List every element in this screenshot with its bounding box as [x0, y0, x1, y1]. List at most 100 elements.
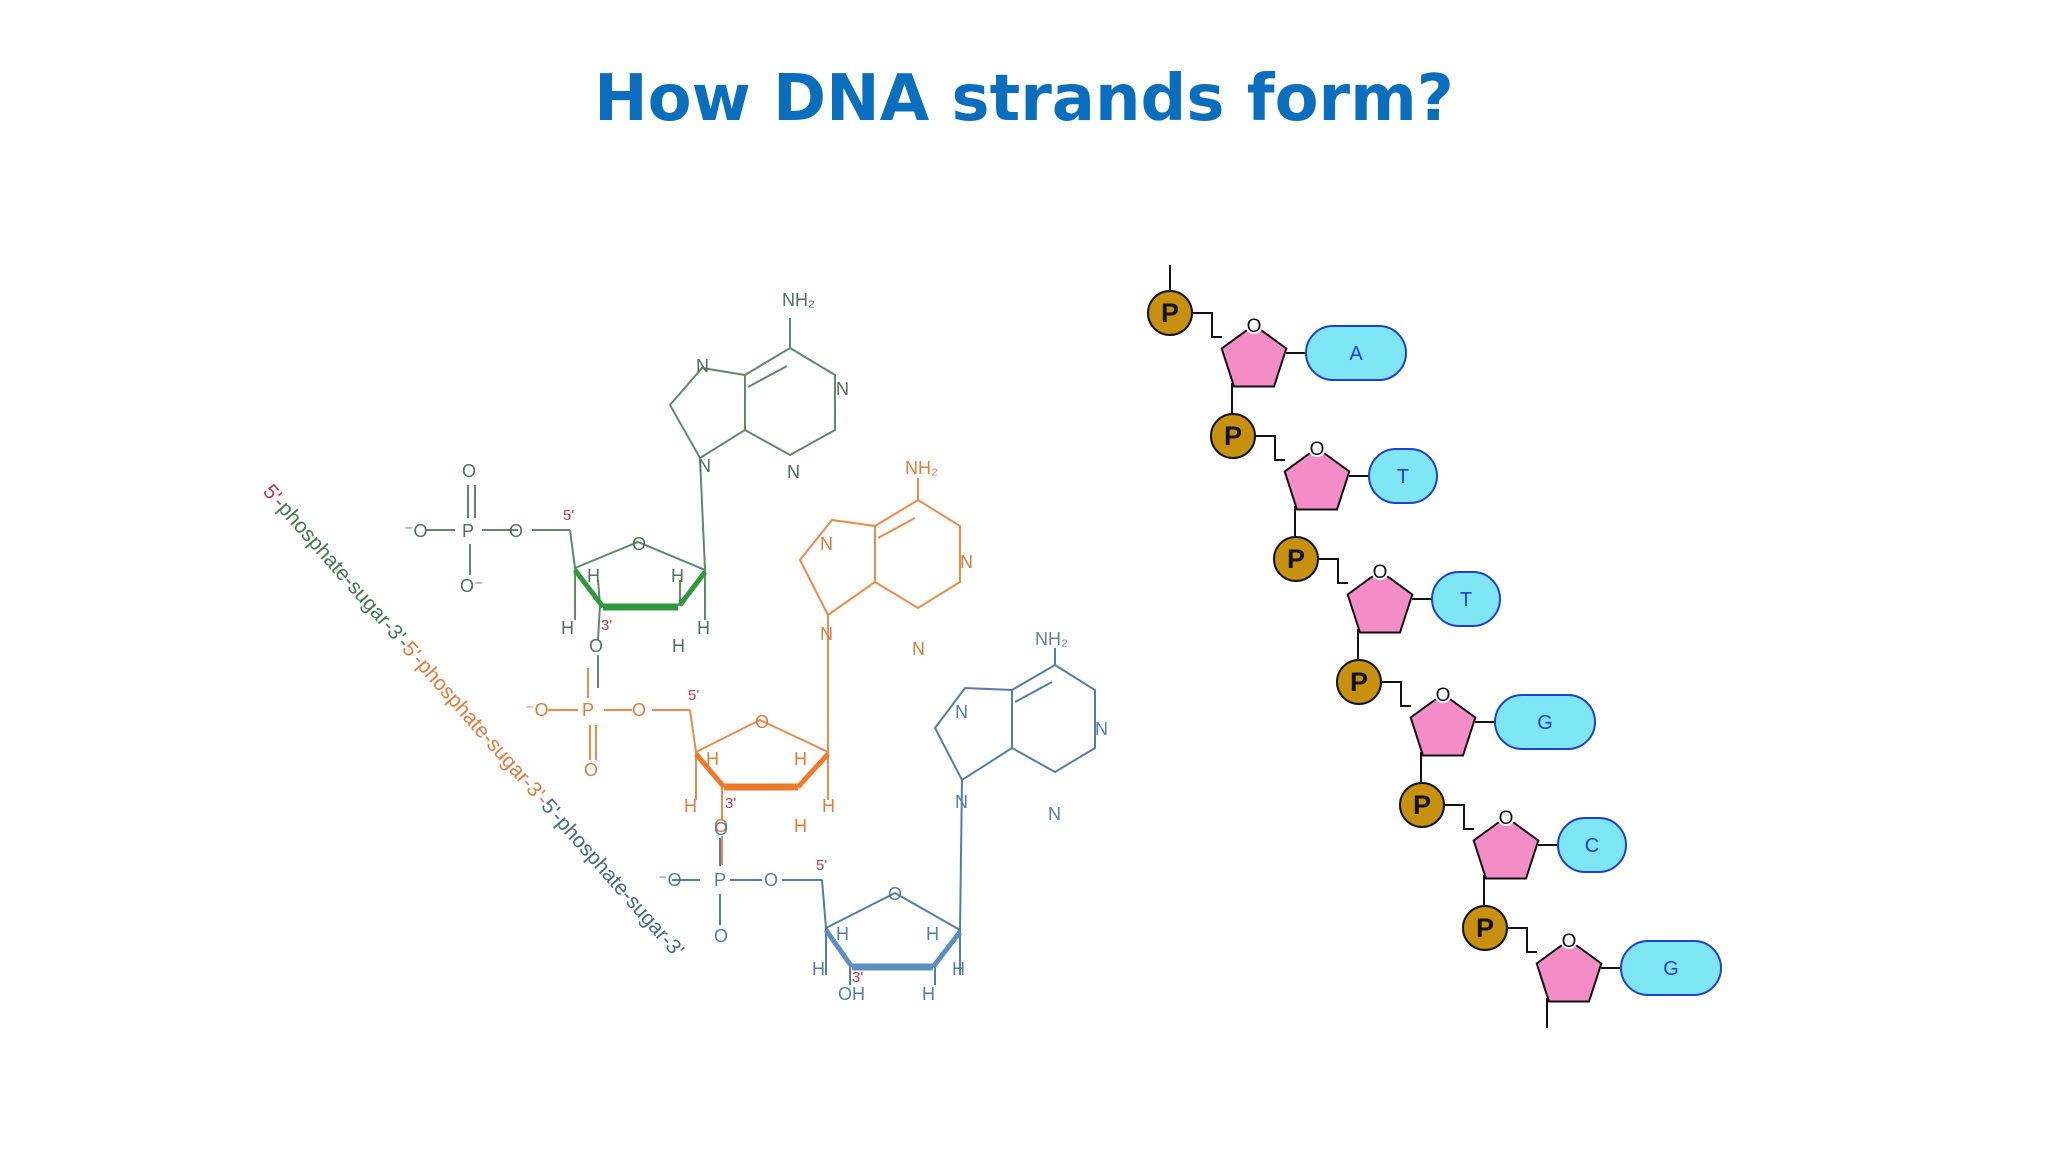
orange-sugar-bond-left — [694, 752, 726, 789]
backbone-diagonal-label: 5'-phosphate-sugar-3'-5'-phosphate-sugar… — [258, 480, 688, 962]
base-G — [1620, 940, 1722, 996]
sugar-pentagon — [1220, 323, 1288, 388]
ring-n-label: N — [698, 456, 711, 476]
blue-sugar-bond-left — [823, 928, 855, 969]
nucleotide-1-labels: NH₂ N N N N O O P ⁻O O O⁻ H H H H H O — [404, 290, 849, 656]
base-label: C — [1585, 835, 1599, 857]
hydrogen-label: H — [822, 796, 835, 816]
sugar-pentagon — [1409, 692, 1477, 757]
hydrogen-label: H — [926, 924, 939, 944]
base-G — [1494, 694, 1596, 750]
amino-label: NH₂ — [1035, 629, 1068, 649]
ring-n-label: N — [820, 624, 833, 644]
chemical-structure-diagram: NH₂ N N N N O O P ⁻O O O⁻ H H H H H O 5'… — [258, 290, 1108, 1004]
oxygen-label: O — [764, 870, 778, 890]
hydrogen-label: H — [684, 796, 697, 816]
phosphate-circle — [1462, 905, 1508, 951]
phosphate-label: P — [1224, 421, 1242, 451]
sugar-oxygen-label: O — [1436, 685, 1451, 706]
phosphate-sugar-bond — [1255, 435, 1285, 461]
oxygen-label: O — [589, 636, 603, 656]
hydrogen-label: H — [952, 959, 965, 979]
hydrogen-label: H — [836, 924, 849, 944]
amino-label: NH₂ — [905, 458, 938, 478]
prime3-label: 3' — [725, 795, 736, 812]
oxygen-label: O — [632, 700, 646, 720]
phosphate-circle — [1147, 290, 1193, 336]
phosphate-sugar-bond — [1381, 681, 1411, 707]
label-segment-orange: 5'-phosphate-sugar-3'- — [397, 637, 553, 810]
base-label: T — [1397, 466, 1409, 488]
phosphate-label: P — [1476, 913, 1494, 943]
ring-o-label: O — [755, 712, 769, 732]
hydrogen-label: H — [671, 566, 684, 586]
hydrogen-label: H — [706, 749, 719, 769]
base-label: A — [1349, 343, 1363, 365]
phosphate-circle — [1273, 536, 1319, 582]
phosphorus-label: P — [714, 870, 726, 890]
ring-o-label: O — [632, 534, 646, 554]
sugar-pentagon — [1283, 446, 1351, 511]
label-segment-green: phosphate-sugar-3'- — [273, 497, 414, 653]
phosphate-label: P — [1161, 298, 1179, 328]
hydrogen-label: H — [794, 816, 807, 836]
sugar-oxygen-label: O — [1499, 808, 1514, 829]
sugar-oxygen-label: O — [1247, 316, 1262, 337]
ring-n-label: N — [912, 639, 925, 659]
phosphate-label: P — [1350, 667, 1368, 697]
hydrogen-label: H — [587, 566, 600, 586]
oxygen-label: O — [714, 926, 728, 946]
ring-n-label: N — [955, 702, 968, 722]
sugar-oxygen-label: O — [1562, 931, 1577, 952]
sugar-oxygen-bg — [1371, 562, 1389, 580]
prime5-label: 5' — [688, 687, 699, 704]
nucleotide-2-labels: NH₂ N N N N O P ⁻O O O H H H H H O — [525, 458, 973, 836]
green-sugar-bond-right — [678, 570, 707, 607]
sugar-oxygen-bg — [1497, 808, 1515, 826]
amino-label: NH₂ — [782, 290, 815, 310]
base-T — [1431, 571, 1501, 627]
prime3-label: 3' — [601, 617, 612, 634]
phosphorus-label: P — [462, 521, 474, 541]
base-T — [1368, 448, 1438, 504]
base-label: T — [1460, 589, 1472, 611]
hydrogen-label: H — [561, 618, 574, 638]
prime5-label: 5' — [816, 857, 827, 874]
phosphate-label: P — [1413, 790, 1431, 820]
green-sugar-bond-left — [573, 568, 605, 609]
nucleotide-2-orange — [548, 478, 961, 865]
orange-sugar-bond-right — [796, 752, 830, 789]
phosphate-sugar-bond — [1318, 558, 1348, 584]
ring-n-label: N — [955, 792, 968, 812]
sugar-oxygen-bg — [1434, 685, 1452, 703]
hydrogen-label: H — [697, 618, 710, 638]
sugar-pentagon — [1535, 938, 1603, 1003]
hydrogen-label: H — [812, 959, 825, 979]
ring-n-label: N — [1048, 804, 1061, 824]
phosphate-sugar-bond — [1192, 312, 1222, 338]
oxygen-label: O — [714, 819, 728, 839]
o-minus-label: ⁻O — [525, 700, 549, 720]
sugar-pentagon — [1346, 569, 1414, 634]
oxygen-label: O — [714, 816, 728, 836]
phosphate-sugar-bond — [1444, 804, 1474, 830]
phosphate-sugar-bond — [1507, 927, 1537, 953]
sugar-oxygen-bg — [1308, 439, 1326, 457]
phosphate-circle — [1210, 413, 1256, 459]
base-label: G — [1537, 712, 1553, 734]
hydrogen-label: H — [922, 984, 935, 1004]
ring-n-label: N — [696, 356, 709, 376]
ring-n-label: N — [1095, 719, 1108, 739]
nucleotide-1-green — [425, 318, 836, 688]
oxygen-label: O — [462, 461, 476, 481]
sugar-oxygen-bg — [1560, 931, 1578, 949]
base-A — [1305, 325, 1407, 381]
phosphate-label: P — [1287, 544, 1305, 574]
hydrogen-label: H — [672, 636, 685, 656]
blue-sugar-bond-right — [931, 930, 962, 969]
ring-n-label: N — [820, 534, 833, 554]
base-C — [1557, 817, 1627, 873]
ring-n-label: N — [960, 552, 973, 572]
oxygen-label: O — [509, 521, 523, 541]
